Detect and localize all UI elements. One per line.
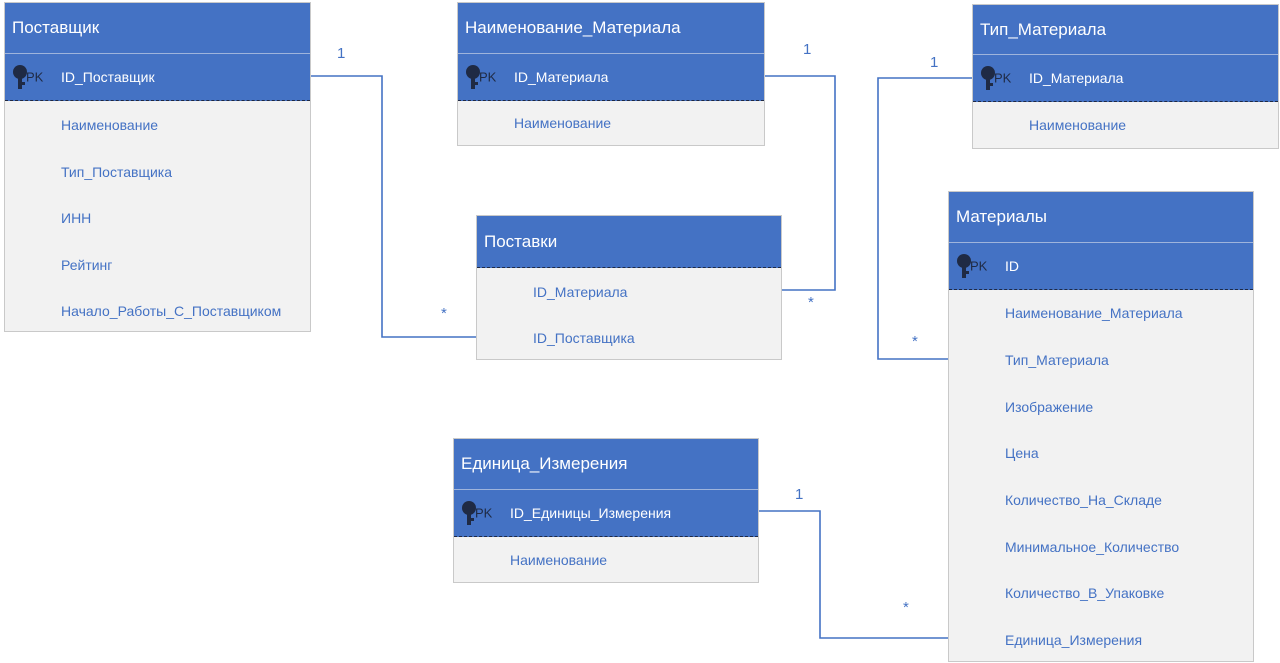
field-name: Наименование [1029,117,1127,133]
field-name: Наименование [61,116,159,133]
cardinality-one: 1 [795,486,804,503]
field-name: Наименование [514,115,612,131]
relation-supplier-deliveries [311,75,476,338]
cardinality-many: * [912,333,918,350]
pk-label: PK [479,69,497,85]
key-icon [462,501,476,525]
field-material-type: Тип_Материала [1005,351,1109,368]
entity-title: Материалы [949,192,1253,243]
entity-unit[interactable]: Единица_Измерения PK ID_Единицы_Измерени… [453,438,759,583]
field-id-supplier: ID_Поставщик [61,69,155,85]
field-row[interactable]: Цена [949,430,1253,476]
field-row[interactable]: ИНН [5,195,310,241]
field-row[interactable]: Единица_Измерения [949,616,1253,663]
primary-key-row[interactable]: PK ID_Материала [458,54,764,101]
key-icon [981,66,995,90]
field-row[interactable]: Рейтинг [5,241,310,288]
field-id-supplier: ID_Поставщика [533,330,635,346]
field-price: Цена [1005,445,1039,461]
field-id-material: ID_Материала [1029,70,1124,86]
relation-unit-materials [759,510,948,639]
primary-key-row[interactable]: PK ID [949,243,1253,290]
primary-key-row[interactable]: PK ID_Поставщик [5,54,310,101]
key-icon [957,254,971,278]
pk-label: PK [26,69,44,85]
primary-key-row[interactable]: PK ID_Единицы_Измерения [454,490,758,537]
field-unit: Единица_Измерения [1005,631,1143,648]
entity-title: Наименование_Материала [458,3,764,54]
field-stock-quantity: Количество_На_Складе [1005,491,1162,508]
field-row[interactable]: Количество_В_Упаковке [949,570,1253,616]
field-min-quantity: Минимальное_Количество [1005,538,1180,555]
field-row[interactable]: Наименование [454,537,758,582]
field-row[interactable]: Тип_Поставщика [5,148,310,195]
relation-material-type-materials [877,77,972,360]
field-supplier-type: Тип_Поставщика [61,163,173,180]
field-material-name: Наименование_Материала [1005,305,1183,321]
field-start-date: Начало_Работы_С_Поставщиком [61,303,282,319]
entity-material-type[interactable]: Тип_Материала PK ID_Материала Наименован… [972,4,1279,149]
pk-label: PK [994,70,1012,86]
key-icon [13,65,27,89]
field-row[interactable]: Наименование_Материала [949,290,1253,336]
field-pack-quantity: Количество_В_Упаковке [1005,585,1165,601]
field-id-unit: ID_Единицы_Измерения [510,505,672,521]
field-row[interactable]: Наименование [973,102,1278,148]
entity-material-name[interactable]: Наименование_Материала PK ID_Материала Н… [457,2,765,146]
field-row[interactable]: ID_Поставщика [477,315,781,361]
cardinality-one: 1 [337,45,346,62]
cardinality-many: * [808,294,814,311]
entity-title: Единица_Измерения [454,439,758,490]
field-id-material: ID_Материала [514,69,609,85]
relation-material-name-deliveries [765,75,836,291]
field-inn: ИНН [61,210,92,226]
entity-title: Поставщик [5,3,310,54]
field-name: Наименование [510,551,608,568]
field-row[interactable]: Минимальное_Количество [949,523,1253,570]
entity-title: Тип_Материала [973,5,1278,55]
key-icon [466,65,480,89]
field-row[interactable]: Наименование [5,101,310,148]
primary-key-row[interactable]: PK ID_Материала [973,55,1278,102]
cardinality-one: 1 [930,54,939,71]
cardinality-many: * [441,305,447,322]
field-row[interactable]: Изображение [949,383,1253,430]
field-id-material: ID_Материала [533,283,628,300]
entity-supplier[interactable]: Поставщик PK ID_Поставщик Наименование Т… [4,2,311,332]
entity-title: Поставки [477,216,781,268]
pk-label: PK [970,258,988,274]
field-row[interactable]: Количество_На_Складе [949,476,1253,523]
field-row[interactable]: ID_Материала [477,268,781,315]
entity-deliveries[interactable]: Поставки ID_Материала ID_Поставщика [476,215,782,360]
field-row[interactable]: Начало_Работы_С_Поставщиком [5,288,310,334]
field-rating: Рейтинг [61,256,113,273]
field-image: Изображение [1005,398,1094,415]
field-row[interactable]: Наименование [458,101,764,145]
cardinality-many: * [903,599,909,616]
cardinality-one: 1 [803,41,812,58]
entity-materials[interactable]: Материалы PK ID Наименование_Материала Т… [948,191,1254,662]
field-row[interactable]: Тип_Материала [949,336,1253,383]
pk-label: PK [475,505,493,521]
field-id: ID [1005,258,1019,274]
